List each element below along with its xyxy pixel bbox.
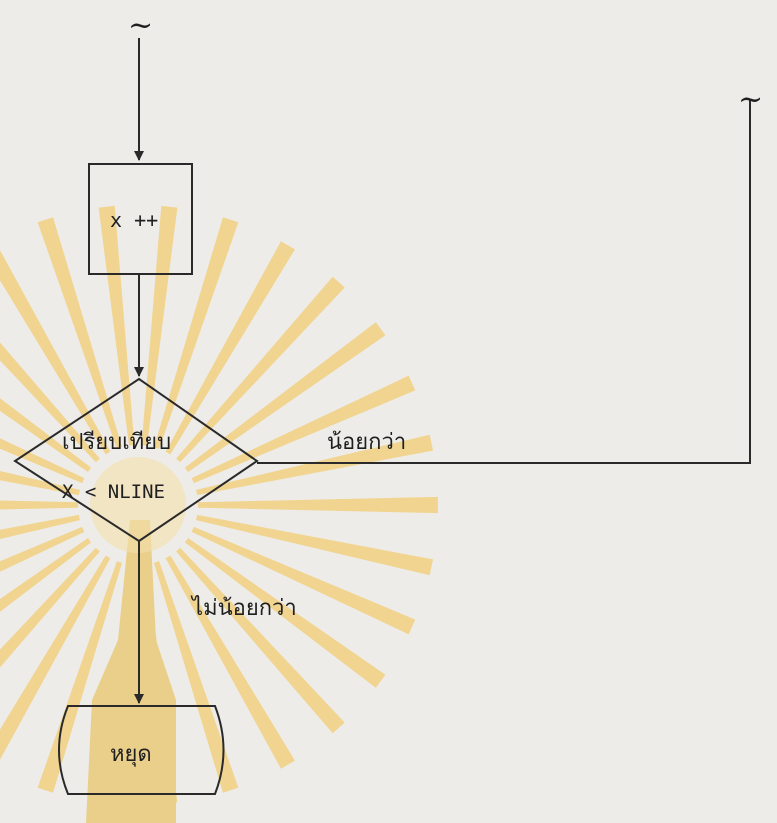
watermark-emblem [86, 520, 176, 823]
watermark-halo [90, 457, 186, 553]
connector-symbol-right: ~ [738, 82, 763, 117]
decision-line1: เปรียบเทียบ [62, 424, 171, 459]
decision-line2: X < NLINE [62, 481, 165, 503]
branch-label-less-than: น้อยกว่า [327, 424, 406, 459]
branch-label-not-less-than: ไม่น้อยกว่า [192, 590, 297, 625]
watermark-ray [198, 497, 438, 513]
terminal-text: หยุด [110, 736, 152, 771]
process-box-text: x ++ [110, 208, 158, 232]
connector-symbol-top: ~ [128, 8, 153, 43]
watermark-seal [0, 206, 438, 823]
